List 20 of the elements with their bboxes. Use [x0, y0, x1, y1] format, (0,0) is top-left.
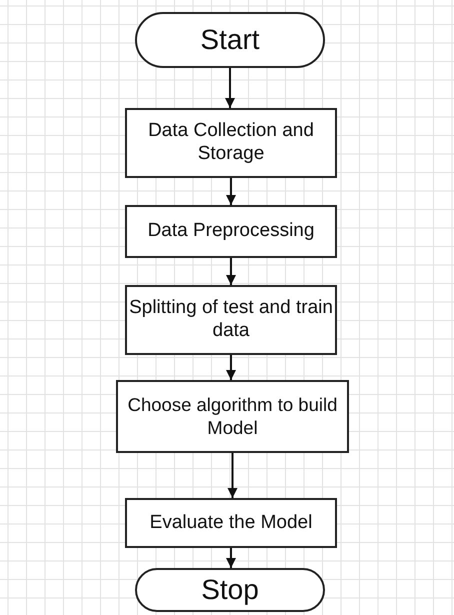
process-box [125, 108, 337, 178]
terminal-pill [135, 568, 325, 612]
node-label: Stop [200, 573, 260, 607]
node-label: Data Collection and Storage [147, 120, 315, 166]
process-box [116, 380, 349, 453]
arrow [226, 178, 236, 205]
arrow [226, 258, 236, 285]
node-label: Evaluate the Model [148, 512, 314, 534]
node-label: Splitting of test and train data [128, 297, 334, 343]
arrow [226, 548, 236, 568]
process-box [125, 498, 337, 548]
process-box [125, 205, 337, 258]
node-label: Start [199, 23, 261, 57]
terminal-pill [135, 12, 325, 68]
arrow [228, 453, 238, 498]
arrow [225, 68, 235, 108]
node-label: Choose algorithm to build Model [126, 394, 338, 439]
node-label: Data Preprocessing [146, 220, 316, 243]
arrow [226, 355, 236, 380]
process-box [125, 285, 337, 355]
